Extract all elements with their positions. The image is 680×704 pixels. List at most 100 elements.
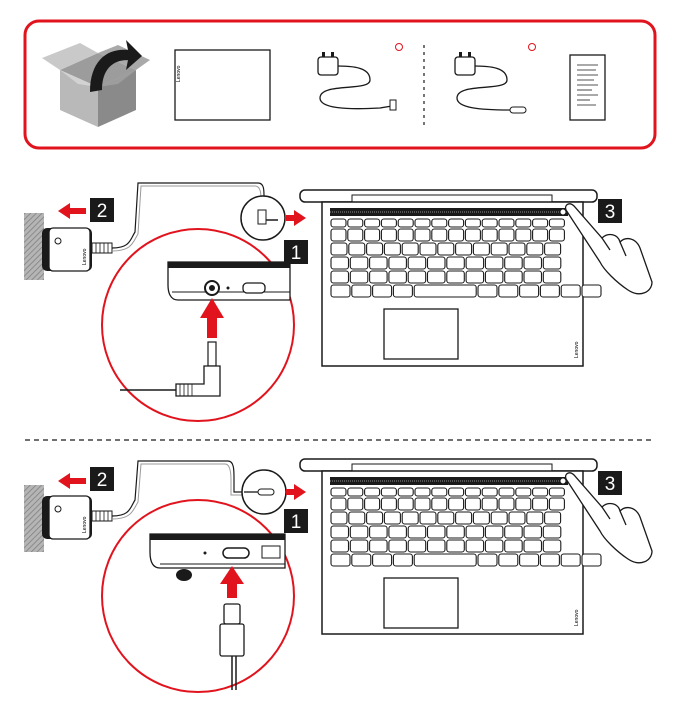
key — [504, 525, 523, 539]
key — [330, 228, 347, 242]
key — [347, 218, 364, 228]
svg-text:Lenovo: Lenovo — [82, 516, 88, 533]
key — [426, 256, 446, 270]
key — [330, 256, 350, 270]
wall-adapter: Lenovo — [42, 495, 113, 540]
key — [388, 256, 407, 270]
key — [581, 284, 602, 298]
key — [465, 539, 485, 553]
key — [464, 487, 481, 497]
key — [413, 553, 477, 567]
key — [351, 553, 372, 567]
key — [426, 525, 446, 539]
step-1-badge: 1 — [284, 240, 308, 264]
key — [380, 497, 397, 511]
svg-text:Lenovo: Lenovo — [574, 609, 580, 626]
key — [455, 511, 473, 525]
key — [544, 511, 562, 525]
laptop-top-view: Lenovo — [299, 189, 602, 367]
key — [498, 487, 515, 497]
key — [397, 487, 414, 497]
key — [519, 284, 540, 298]
red-arrow-icon — [58, 203, 86, 219]
key — [490, 242, 508, 256]
key — [380, 228, 397, 242]
section-barrel-connector: Lenovo 2 1 — [24, 182, 653, 422]
key — [523, 270, 543, 284]
key — [347, 497, 364, 511]
key — [419, 242, 437, 256]
key — [448, 218, 465, 228]
key — [481, 487, 498, 497]
key — [446, 270, 465, 284]
key — [407, 270, 427, 284]
ac-adapter-barrel-icon — [317, 43, 403, 111]
key — [526, 242, 544, 256]
key — [426, 539, 446, 553]
step-3-badge: 3 — [598, 199, 622, 223]
key — [380, 218, 397, 228]
key — [330, 242, 348, 256]
key — [539, 553, 560, 567]
key — [498, 228, 515, 242]
key — [560, 553, 581, 567]
key — [484, 270, 504, 284]
key — [414, 228, 431, 242]
key — [448, 228, 465, 242]
key — [504, 539, 523, 553]
key — [532, 497, 549, 511]
touchpad — [383, 577, 459, 629]
key — [481, 218, 498, 228]
key — [581, 553, 602, 567]
red-arrow-icon — [58, 473, 86, 489]
key — [349, 539, 369, 553]
red-arrow-icon — [286, 484, 306, 500]
key — [498, 284, 519, 298]
key — [372, 553, 393, 567]
key — [347, 487, 364, 497]
key — [364, 218, 381, 228]
key — [347, 228, 364, 242]
key — [407, 256, 427, 270]
key — [366, 242, 384, 256]
wall-outlet — [24, 213, 44, 280]
key — [407, 539, 427, 553]
key — [414, 487, 431, 497]
key — [446, 539, 465, 553]
key — [477, 553, 498, 567]
key — [498, 218, 515, 228]
key — [446, 256, 465, 270]
key — [498, 553, 519, 567]
open-box-with-arrow-icon — [42, 40, 150, 127]
key — [388, 270, 407, 284]
svg-text:2: 2 — [97, 470, 108, 491]
key — [380, 487, 397, 497]
key — [465, 256, 485, 270]
key — [515, 487, 532, 497]
key — [364, 487, 381, 497]
touchpad — [383, 308, 459, 360]
key — [548, 228, 565, 242]
red-arrow-icon — [286, 210, 306, 226]
key — [419, 511, 437, 525]
key — [465, 525, 485, 539]
key — [348, 242, 366, 256]
key — [349, 525, 369, 539]
key — [330, 497, 347, 511]
barrel-port-closeup — [101, 228, 295, 422]
key — [413, 284, 477, 298]
svg-text:1: 1 — [291, 512, 302, 533]
key — [484, 256, 504, 270]
barrel-plug-closeup-small — [240, 195, 286, 241]
key — [464, 218, 481, 228]
key — [523, 539, 543, 553]
key — [548, 497, 565, 511]
svg-text:3: 3 — [605, 474, 616, 495]
key — [542, 270, 562, 284]
key — [455, 242, 473, 256]
key — [504, 270, 523, 284]
key — [392, 553, 413, 567]
key — [431, 228, 448, 242]
key — [437, 242, 455, 256]
key — [414, 218, 431, 228]
